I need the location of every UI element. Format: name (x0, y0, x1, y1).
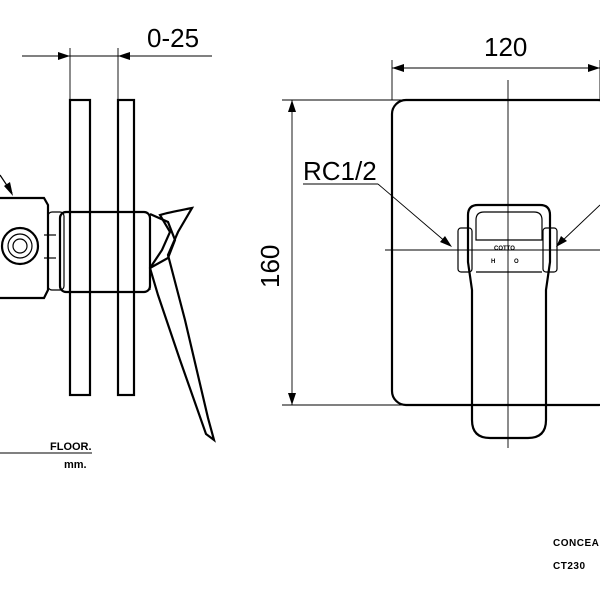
wall-plate-inner (116, 98, 136, 397)
lever-handle-side (148, 206, 216, 443)
unit-label: mm. (64, 459, 87, 471)
width-dimension: 120 (391, 32, 600, 100)
height-dimension: 160 (255, 99, 410, 406)
cover-plate (390, 98, 600, 407)
title-line-2: CT230 (553, 561, 586, 572)
cold-marking: O (514, 259, 519, 265)
floor-reference: FLOOR. mm. (0, 441, 92, 471)
height-label: 160 (255, 245, 285, 288)
brand-marking: COTTO (494, 246, 515, 252)
inlet-port (0, 226, 40, 266)
thread-label: RC1/2 (303, 156, 377, 186)
valve-body (0, 196, 177, 300)
title-line-1: CONCEA (553, 538, 599, 549)
side-view: 0-25 FLOOR. mm. (0, 23, 216, 471)
hot-marking: H (491, 259, 495, 265)
lever-handle-front: COTTO H O (457, 203, 558, 440)
width-label: 120 (484, 32, 527, 62)
floor-label: FLOOR. (50, 441, 92, 453)
front-view: 120 160 RC1/2 COTTO (255, 32, 600, 448)
wall-plate-outer (68, 98, 92, 397)
depth-dimension: 0-25 (22, 23, 212, 100)
depth-range-label: 0-25 (147, 23, 199, 53)
title-block: CONCEA CT230 (553, 538, 599, 572)
